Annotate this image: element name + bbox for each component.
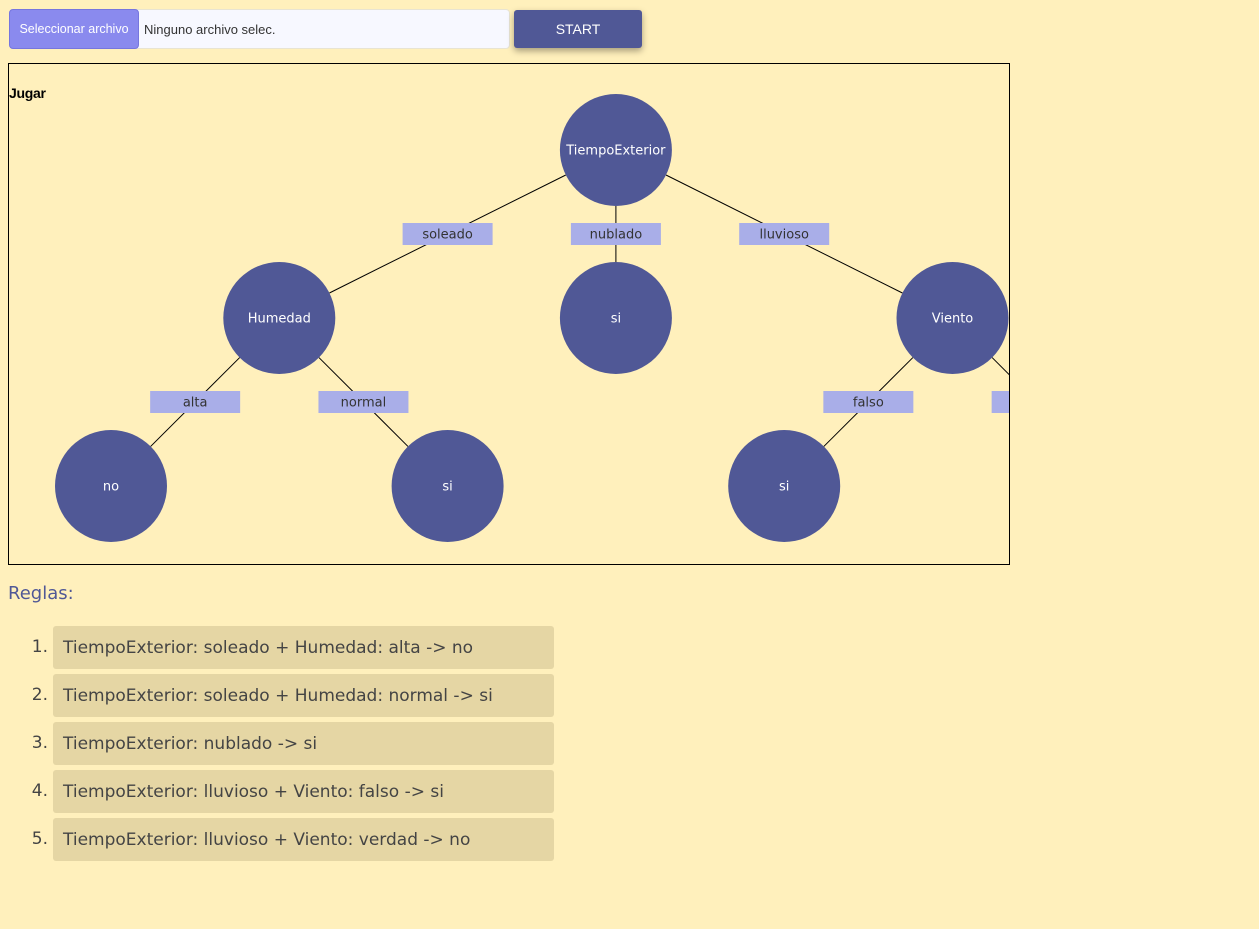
rule-text: TiempoExterior: lluvioso + Viento: falso… <box>53 770 554 813</box>
rule-text: TiempoExterior: lluvioso + Viento: verda… <box>53 818 554 861</box>
rule-number: 3. <box>31 733 48 753</box>
edge-label: soleado <box>422 228 473 243</box>
tree-node-label: si <box>442 480 452 495</box>
tree-node-alta-no <box>55 430 167 542</box>
tree-node-falso-si <box>728 430 841 542</box>
edge-label-box <box>402 223 493 245</box>
start-button[interactable]: START <box>514 10 642 48</box>
edge-label-box <box>739 223 830 245</box>
choose-file-button[interactable]: Seleccionar archivo <box>9 9 139 49</box>
tree-edge <box>991 357 1009 376</box>
decision-tree-panel: Jugar soleado nublado lluvioso alta normal fa… <box>8 63 1010 565</box>
rule-text: TiempoExterior: soleado + Humedad: alta … <box>53 626 554 669</box>
edge-label-box <box>570 223 661 245</box>
file-input[interactable]: Seleccionar archivo Ninguno archivo sele… <box>9 9 510 49</box>
tree-node-label: si <box>779 480 789 495</box>
tree-node-label: no <box>103 480 119 495</box>
edge-label-box <box>318 391 409 413</box>
tree-node-label: TiempoExterior <box>565 144 666 159</box>
tree-node-normal-si <box>391 430 504 542</box>
edge-label-box <box>823 391 914 413</box>
rule-number: 2. <box>31 685 48 705</box>
tree-node-viento <box>896 262 1009 374</box>
panel-title: Jugar <box>9 85 46 101</box>
rule-text: TiempoExterior: nublado -> si <box>53 722 554 765</box>
tree-node-label: Humedad <box>248 312 311 327</box>
rules-heading: Reglas: <box>8 583 74 604</box>
tree-node-label: Viento <box>932 312 974 327</box>
edge-label-box <box>150 391 241 413</box>
decision-tree-diagram: soleadonubladolluviosoaltanormalfalsover… <box>55 94 1009 542</box>
rule-text: TiempoExterior: soleado + Humedad: norma… <box>53 674 554 717</box>
rule-number: 4. <box>31 781 48 801</box>
edge-label: lluvioso <box>759 228 808 243</box>
file-status-text: Ninguno archivo selec. <box>144 21 276 37</box>
edge-label: normal <box>341 396 387 411</box>
tree-node-root <box>559 94 672 206</box>
edge-label: alta <box>183 396 208 411</box>
tree-node-humedad <box>223 262 336 374</box>
edge-label: falso <box>853 396 884 411</box>
edge-label: nublado <box>590 228 643 243</box>
tree-node-nublado-si <box>559 262 672 374</box>
rule-number: 1. <box>31 637 48 657</box>
edge-label-box <box>991 391 1009 413</box>
tree-node-label: si <box>611 312 621 327</box>
rule-number: 5. <box>31 829 48 849</box>
